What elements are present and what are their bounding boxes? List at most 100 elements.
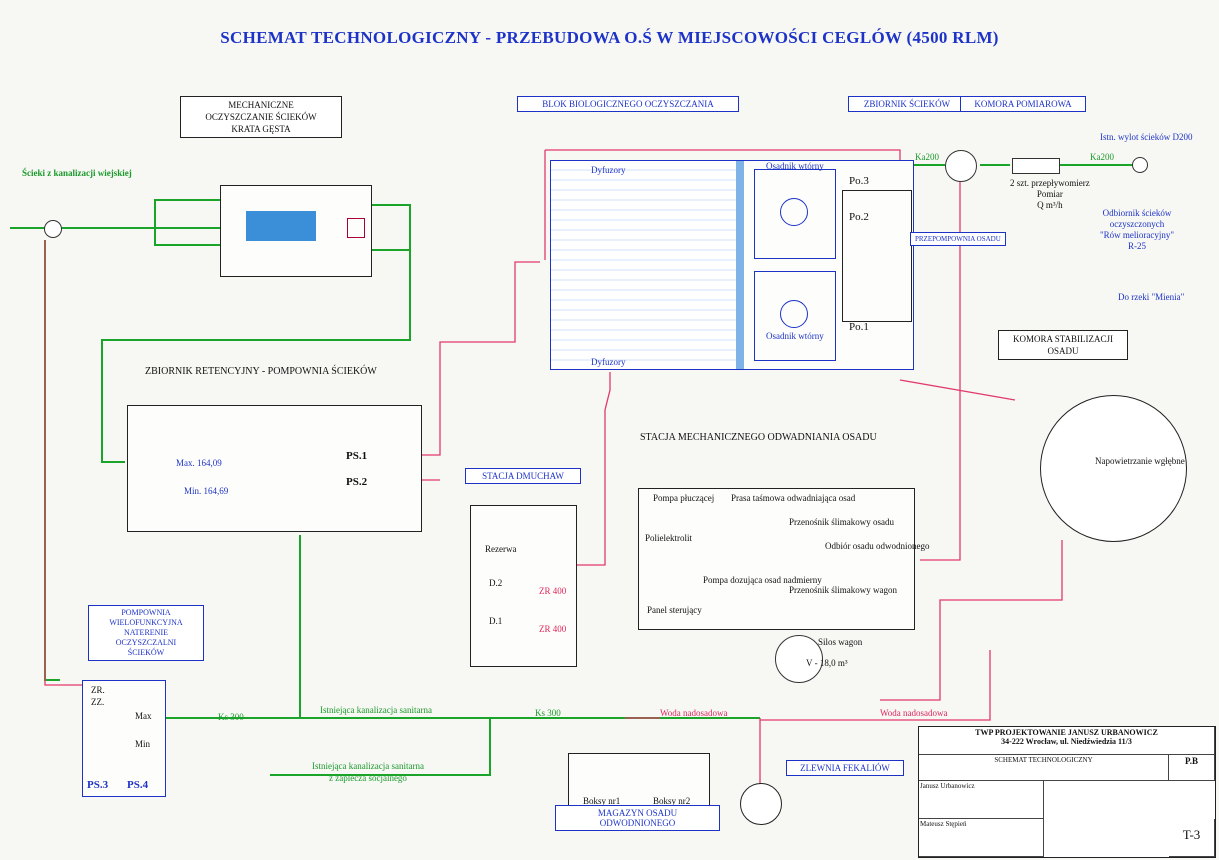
po1-label: Po.1 xyxy=(849,321,869,333)
filter-icon xyxy=(347,218,365,238)
silo-label: Silos wagon xyxy=(818,637,863,647)
blower-reserve: Rezerwa xyxy=(485,544,517,554)
receiver-label: Odbiornik ścieków oczyszczonych "Rów mel… xyxy=(1100,208,1174,252)
flowmeter-label: 2 szt. przepływomierz Pomiar Q m³/h xyxy=(1010,178,1090,211)
silo-icon xyxy=(775,635,823,683)
mixer-label: Napowietrzanie wgłębne xyxy=(1095,456,1185,466)
outlet-label: Istn. wylot ścieków D200 xyxy=(1100,132,1193,142)
max-level: Max. 164,09 xyxy=(176,458,222,468)
feed-pump-label: Pompa płuczącej xyxy=(653,493,715,503)
title-block: TWP PROJEKTOWANIE JANUSZ URBANOWICZ 34-2… xyxy=(918,726,1216,858)
mechanical-header: MECHANICZNE OCZYSZCZANIE ŚCIEKÓW KRATA G… xyxy=(180,96,342,138)
ps3-label: PS.3 xyxy=(87,779,109,791)
sludge-out-label: Odbiór osadu odwodnionego xyxy=(825,541,930,551)
dosing-pump-label: Pompa dozująca osad nadmierny xyxy=(703,575,822,585)
stabilization-line-1: KOMORA STABILIZACJI xyxy=(1012,334,1114,344)
receiver-line-2: oczyszczonych xyxy=(1109,219,1165,229)
silo-volume: V - 18,0 m³ xyxy=(806,658,848,668)
stabilization-line-2: OSADU xyxy=(1047,346,1079,356)
tb-sheet: T-3 xyxy=(1169,819,1215,857)
zr400-top: ZR 400 xyxy=(539,586,567,596)
multi-pump-station: ZR. ZZ. Min Max PS.3 PS.4 xyxy=(82,680,166,797)
social-line-2: z zaplecza socjalnego xyxy=(328,773,407,783)
press-label: Prasa taśmowa odwadniająca osad xyxy=(731,493,856,503)
polyelectrolyte-label: Polielektrolit xyxy=(645,533,692,543)
ps2-label: PS.2 xyxy=(346,476,368,488)
ms-max-label: Max xyxy=(135,711,152,721)
silo2-label: Boksy nr2 xyxy=(653,796,691,806)
min-level: Min. 164,69 xyxy=(184,486,229,496)
screw-label: Przenośnik ślimakowy osadu xyxy=(789,517,894,527)
mechanical-line-2: OCZYSZCZANIE ŚCIEKÓW xyxy=(205,112,317,122)
river-label: Do rzeki "Mienia" xyxy=(1118,292,1185,302)
receiver-line-3: "Rów melioracyjny" xyxy=(1100,230,1175,240)
flowmeter-line-1: 2 szt. przepływomierz xyxy=(1010,178,1090,188)
dewater-station: Pompa płuczącej Prasa taśmowa odwadniają… xyxy=(638,488,930,630)
existing-sewer-social-label: Istniejąca kanalizacja sanitarna z zaple… xyxy=(312,760,424,784)
mechanical-line-1: MECHANICZNE xyxy=(228,100,294,110)
dewater-header: STACJA MECHANICZNEGO ODWADNIANIA OSADU xyxy=(640,432,877,443)
multi-pump-header: POMPOWNIA WIELOFUNKCYJNA NATERENIE OCZYS… xyxy=(88,605,204,661)
pump-room: Po.3 Po.2 Po.1 xyxy=(842,175,912,333)
diffusers-label-top: Dyfuzory xyxy=(591,165,626,175)
blower-d2: D.2 xyxy=(489,578,503,588)
tb-address: 34-222 Wrocław, ul. Niedźwiedzia 11/3 xyxy=(1001,737,1132,746)
stabilization-tank: Napowietrzanie wgłębne xyxy=(1040,395,1187,542)
clarifier-bottom xyxy=(754,271,836,361)
ms-min-label: Min xyxy=(135,739,151,749)
ps1-label: PS.1 xyxy=(346,450,368,462)
receiver-line-4: R-25 xyxy=(1128,241,1147,251)
ka200-left: Ka200 xyxy=(915,152,939,162)
mechanical-line-3: KRATA GĘSTA xyxy=(231,124,291,134)
blower-station: Rezerwa D.2 D.1 ZR 400 ZR 400 xyxy=(470,505,577,667)
zr400-bottom: ZR 400 xyxy=(539,624,567,634)
aeration-zone xyxy=(551,161,736,369)
tb-checker: Mateusz Stępień xyxy=(919,819,1044,857)
tb-scale: P.B xyxy=(1169,755,1215,781)
septic-header: ZLEWNIA FEKALIÓW xyxy=(786,760,904,776)
tb-designer: Janusz Urbanowicz xyxy=(919,781,1044,819)
clarifier-bottom-icon xyxy=(780,300,808,328)
sludge-store-header: MAGAZYN OSADU ODWODNIONEGO xyxy=(555,805,720,831)
tank-header: ZBIORNIK ŚCIEKÓW xyxy=(848,96,966,112)
tank-icon xyxy=(945,150,977,182)
manhole-icon xyxy=(44,220,62,238)
zz-label: ZZ. xyxy=(91,697,105,707)
blower-header: STACJA DMUCHAW xyxy=(465,468,581,484)
ps4-label: PS.4 xyxy=(127,779,149,791)
septic-tank xyxy=(740,783,782,825)
diffusers-label-bottom: Dyfuzory xyxy=(591,357,626,367)
zr-label: ZR. xyxy=(91,685,105,695)
sedim-label-top: Osadnik wtórny xyxy=(766,161,824,171)
clarifier-top-icon xyxy=(780,198,808,226)
retention-header: ZBIORNIK RETENCYJNY - POMPOWNIA ŚCIEKÓW xyxy=(145,366,377,377)
multi-pump-line-1: POMPOWNIA xyxy=(121,608,171,617)
divider-wall xyxy=(736,161,744,369)
blower-d1: D.1 xyxy=(489,616,503,626)
stabilization-header: KOMORA STABILIZACJI OSADU xyxy=(998,330,1128,360)
flowmeter-line-2: Pomiar xyxy=(1036,189,1063,199)
multi-pump-line-3: NATERENIE OCZYSZCZALNI xyxy=(115,628,177,647)
sludge-water-left: Woda nadosadowa xyxy=(660,708,728,718)
multi-pump-line-2: WIELOFUNKCYJNA xyxy=(109,618,183,627)
panel-label: Panel sterujący xyxy=(647,605,702,615)
sedim-label-bottom: Osadnik wtórny xyxy=(766,331,824,341)
ks300-left: Ks 300 xyxy=(218,712,244,722)
metering-header: KOMORA POMIAROWA xyxy=(960,96,1086,112)
ks300-right: Ks 300 xyxy=(535,708,561,718)
silo1-label: Boksy nr1 xyxy=(583,796,621,806)
tb-company: TWP PROJEKTOWANIE JANUSZ URBANOWICZ 34-2… xyxy=(919,727,1215,755)
receiver-line-1: Odbiornik ścieków xyxy=(1102,208,1172,218)
retention-tank: Max. 164,09 Min. 164,69 PS.1 PS.2 xyxy=(127,405,422,532)
existing-sewer-label: Istniejąca kanalizacja sanitarna xyxy=(320,705,432,715)
drawing-title: SCHEMAT TECHNOLOGICZNY - PRZEBUDOWA O.Ś … xyxy=(220,28,999,47)
sludge-pump-header: PRZEPOMPOWNIA OSADU xyxy=(910,232,1006,246)
flowmeter-icon xyxy=(1012,158,1060,174)
clarifier-top xyxy=(754,169,836,259)
outlet-icon xyxy=(1132,157,1148,173)
sludge-water-right: Woda nadosadowa xyxy=(880,708,948,718)
flowmeter-line-3: Q m³/h xyxy=(1037,200,1063,210)
tb-company-name: TWP PROJEKTOWANIE JANUSZ URBANOWICZ xyxy=(975,728,1158,737)
screen-unit xyxy=(220,185,372,277)
ka200-right: Ka200 xyxy=(1090,152,1114,162)
